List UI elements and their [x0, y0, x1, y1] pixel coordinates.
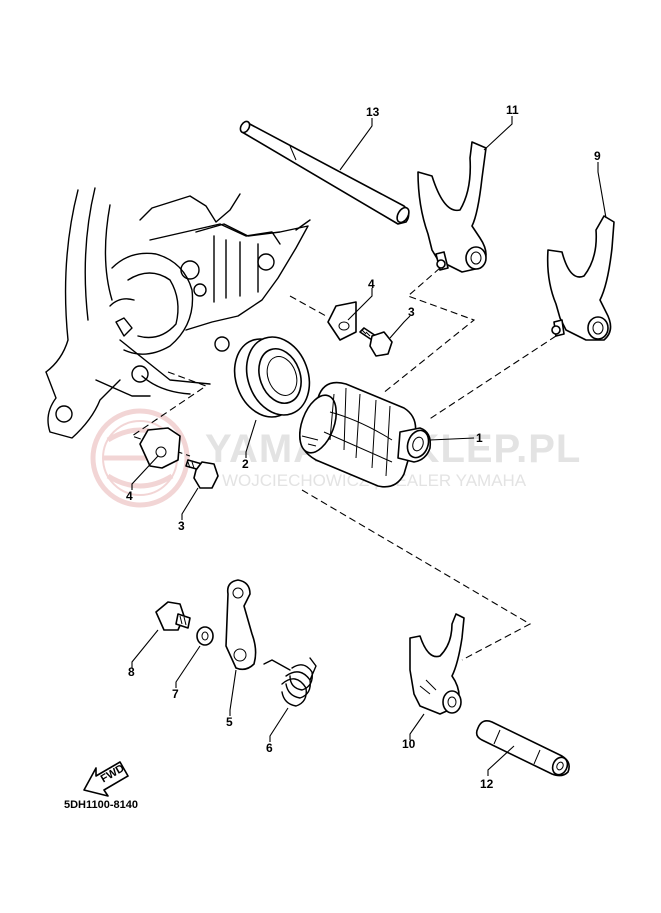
fwd-arrow-icon: FWD	[83, 761, 129, 797]
label-part-8: 8	[128, 665, 135, 679]
label-part-12: 12	[480, 777, 494, 791]
crankcase-outline	[45, 187, 311, 439]
label-part-4-lower: 4	[126, 489, 133, 503]
part-number-labels: 13 11 9 4 3 1 2 4 3 8 7 5 6 10 12	[126, 103, 601, 791]
stopper-plate-lower	[139, 427, 181, 469]
bearing	[233, 336, 311, 418]
guide-bar	[475, 720, 570, 777]
bolt-upper	[359, 327, 393, 357]
shift-drum	[298, 381, 432, 488]
torsion-spring	[263, 657, 317, 707]
label-part-10: 10	[402, 737, 416, 751]
label-part-6: 6	[266, 741, 273, 755]
label-part-7: 7	[172, 687, 179, 701]
label-part-5: 5	[226, 715, 233, 729]
label-part-9: 9	[594, 149, 601, 163]
bolt-lower	[185, 459, 219, 489]
shift-fork-10	[409, 613, 465, 715]
label-part-3-upper: 3	[408, 305, 415, 319]
label-part-4-upper: 4	[368, 277, 375, 291]
stopper-plate-upper	[327, 301, 357, 341]
label-part-13: 13	[366, 105, 380, 119]
label-part-2: 2	[242, 457, 249, 471]
segment-bolt	[155, 601, 191, 631]
washer	[196, 626, 214, 646]
shift-fork-shaft	[239, 120, 410, 225]
label-part-3-lower: 3	[178, 519, 185, 533]
diagram-code: 5DH1100-8140	[64, 799, 138, 811]
shift-fork-11	[417, 141, 487, 273]
shift-fork-9	[546, 215, 615, 341]
shift-lever	[225, 579, 257, 671]
leader-lines	[131, 116, 607, 776]
label-part-11: 11	[506, 103, 519, 117]
label-part-1: 1	[476, 431, 483, 445]
